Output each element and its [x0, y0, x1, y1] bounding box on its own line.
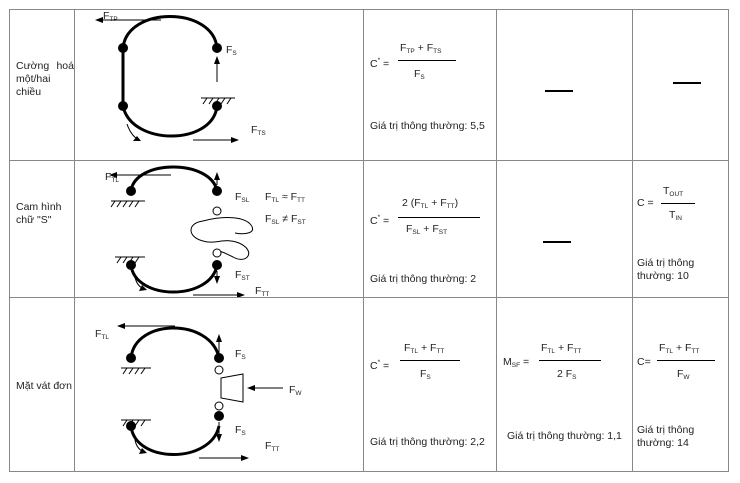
- row2-col4-typical-value: Giá trị thông thường: 10: [637, 257, 695, 282]
- row1-col4-dash: [673, 82, 701, 84]
- row1-col3-cell: [496, 9, 633, 161]
- row2-col4-lhs: C =: [637, 197, 654, 209]
- row1-right-force-label: FS: [226, 44, 237, 57]
- row2-fraction-bar: [398, 217, 480, 218]
- row2-col4-numerator: TOUT: [663, 185, 684, 198]
- row3-label: Mặt vát đơn: [16, 380, 72, 392]
- row3-diagram-cell: FTL FS FW FS FTT: [74, 297, 364, 472]
- row3-bottom-force-label: FTT: [265, 440, 280, 453]
- row2-diagram-cell: FTL FSL FTL ≈ FTT FSL ≠ FST FST FTT: [74, 160, 364, 298]
- row3-col3-fraction-bar: [539, 360, 601, 361]
- row1-fraction-bar: [398, 60, 456, 61]
- row2-formula-lhs: C* =: [370, 214, 390, 227]
- row3-typical-value: Giá trị thông thường: 2,2: [370, 436, 485, 448]
- row3-col3-denominator: 2 FS: [557, 368, 577, 381]
- row3-col3-typical-value: Giá trị thông thường: 1,1: [507, 430, 622, 442]
- row3-fraction-bar: [400, 360, 460, 361]
- row2-top-force-label: FTL: [105, 171, 120, 184]
- row1-label: Cường hoá một/hai chiều: [16, 60, 74, 98]
- row2-diagram: [109, 165, 253, 298]
- row2-label: Cam hình chữ "S": [16, 201, 62, 226]
- row2-relation-2: FSL ≠ FST: [265, 213, 306, 226]
- row1-formula-cell: C* = FTP + FTS FS Giá trị thông thường: …: [363, 9, 497, 161]
- row1-typical-value: Giá trị thông thường: 5,5: [370, 120, 485, 132]
- row3-col4-numerator: FTL + FTT: [659, 342, 700, 355]
- row3-formula-cell: C* = FTL + FTT FS Giá trị thông thường: …: [363, 297, 497, 472]
- row2-formula-cell: C* = 2 (FTL + FTT) FSL + FST Giá trị thô…: [363, 160, 497, 298]
- row3-formula-numerator: FTL + FTT: [404, 342, 445, 355]
- row2-typical-value: Giá trị thông thường: 2: [370, 273, 477, 285]
- row3-col4-denominator: FW: [677, 368, 690, 381]
- formula-table: Cường hoá một/hai chiều: [9, 9, 729, 472]
- row1-bottom-force-label: FTS: [251, 124, 266, 137]
- row2-col3-cell: [496, 160, 633, 298]
- row1-col3-dash: [545, 90, 573, 92]
- row2-sl-force-label: FSL: [235, 191, 250, 204]
- row2-st-force-label: FST: [235, 269, 250, 282]
- row2-col4-denominator: TIN: [669, 209, 682, 222]
- row3-col4-fraction-bar: [657, 360, 715, 361]
- row3-diagram: [117, 323, 283, 461]
- row3-formula-lhs: C* =: [370, 359, 390, 372]
- row2-formula-numerator: 2 (FTL + FTT): [402, 197, 459, 210]
- row1-label-cell: Cường hoá một/hai chiều: [9, 9, 75, 161]
- row2-col3-dash: [543, 241, 571, 243]
- row1-formula-numerator: FTP + FTS: [400, 42, 442, 55]
- row1-formula-denominator: FS: [414, 68, 425, 81]
- row3-top-force-label: FTL: [95, 328, 110, 341]
- row2-bottom-force-label: FTT: [255, 285, 270, 298]
- row1-top-force-label: FTP: [103, 10, 118, 23]
- row3-col4-cell: C= FTL + FTT FW Giá trị thông thường: 14: [632, 297, 729, 472]
- row3-wedge-force-label: FW: [289, 384, 302, 397]
- row3-top-s-force-label: FS: [235, 348, 246, 361]
- row3-col3-lhs: MSF =: [503, 356, 530, 369]
- row3-bottom-s-force-label: FS: [235, 424, 246, 437]
- row2-col4-fraction-bar: [661, 203, 695, 204]
- row3-col4-typical-value: Giá trị thông thường: 14: [637, 424, 695, 449]
- row3-col3-numerator: FTL + FTT: [541, 342, 582, 355]
- row1-formula-lhs: C* =: [370, 57, 390, 70]
- row2-formula-denominator: FSL + FST: [406, 223, 448, 236]
- row1-diagram-cell: FTP FS FTS: [74, 9, 364, 161]
- row2-relation-1: FTL ≈ FTT: [265, 191, 305, 204]
- row1-diagram: [95, 15, 239, 143]
- row2-col4-cell: C = TOUT TIN Giá trị thông thường: 10: [632, 160, 729, 298]
- row3-formula-denominator: FS: [420, 368, 431, 381]
- row3-col4-lhs: C=: [637, 356, 651, 368]
- row3-label-cell: Mặt vát đơn: [9, 297, 75, 472]
- row2-label-cell: Cam hình chữ "S": [9, 160, 75, 298]
- row1-col4-cell: [632, 9, 729, 161]
- row3-col3-cell: MSF = FTL + FTT 2 FS Giá trị thông thườn…: [496, 297, 633, 472]
